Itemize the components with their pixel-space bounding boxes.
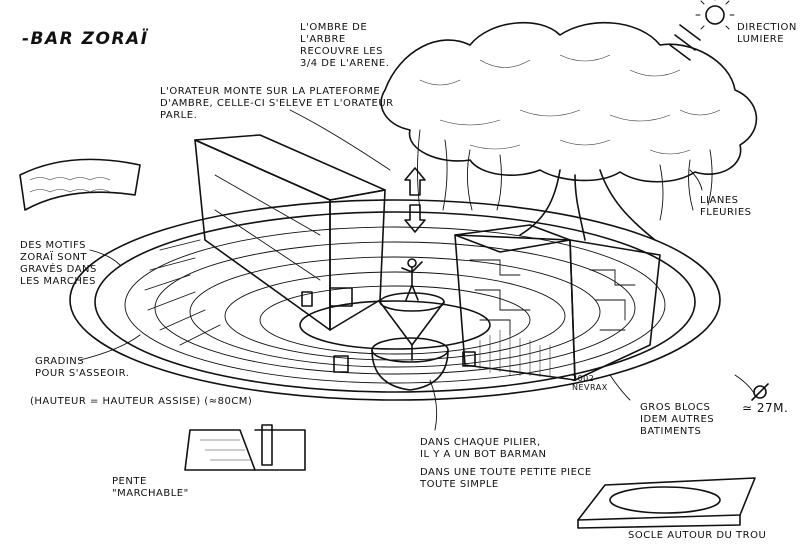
page-title: -BAR ZORAÏ <box>22 29 149 49</box>
note-lianes: LIANES FLEURIES <box>700 195 752 218</box>
note-ombre: L'OMBRE DE L'ARBRE RECOUVRE LES 3/4 DE L… <box>300 22 390 69</box>
small-block <box>333 355 349 373</box>
sun-icon <box>669 0 735 61</box>
zorai-motif-sketch <box>19 158 141 211</box>
note-direction: DIRECTION LUMIERE <box>737 22 797 45</box>
note-pente: PENTE "MARCHABLE" <box>112 476 189 499</box>
arena-rings <box>69 199 721 401</box>
left-block <box>194 134 386 331</box>
note-pilier: DANS CHAQUE PILIER, IL Y A UN BOT BARMAN… <box>420 437 592 490</box>
note-diametre: ≃ 27M. <box>742 401 789 415</box>
note-hauteur: (HAUTEUR = HAUTEUR ASSISE) (≈80cm) <box>30 396 253 407</box>
amber-platform <box>371 258 449 391</box>
note-motifs: DES MOTIFS ZORAÏ SONT GRAVÉS DANS LES MA… <box>20 240 97 287</box>
socle-sketch <box>577 477 756 529</box>
section-sketch <box>184 424 306 471</box>
note-socle: SOCLE AUTOUR DU TROU <box>628 530 767 541</box>
note-gros-blocs: GROS BLOCS IDEM AUTRES BATIMENTS <box>640 402 715 437</box>
artist-signature: 2002 NEVRAX <box>572 374 608 392</box>
diameter-symbol-icon <box>751 383 769 401</box>
elevation-arrows <box>404 167 426 233</box>
note-gradins: GRADINS POUR S'ASSEOIR. <box>35 356 130 379</box>
right-pillar <box>454 224 661 381</box>
left-steps <box>144 239 221 346</box>
note-orateur: L'ORATEUR MONTE SUR LA PLATEFORME D'AMBR… <box>160 86 394 121</box>
leader-lines <box>79 109 756 431</box>
